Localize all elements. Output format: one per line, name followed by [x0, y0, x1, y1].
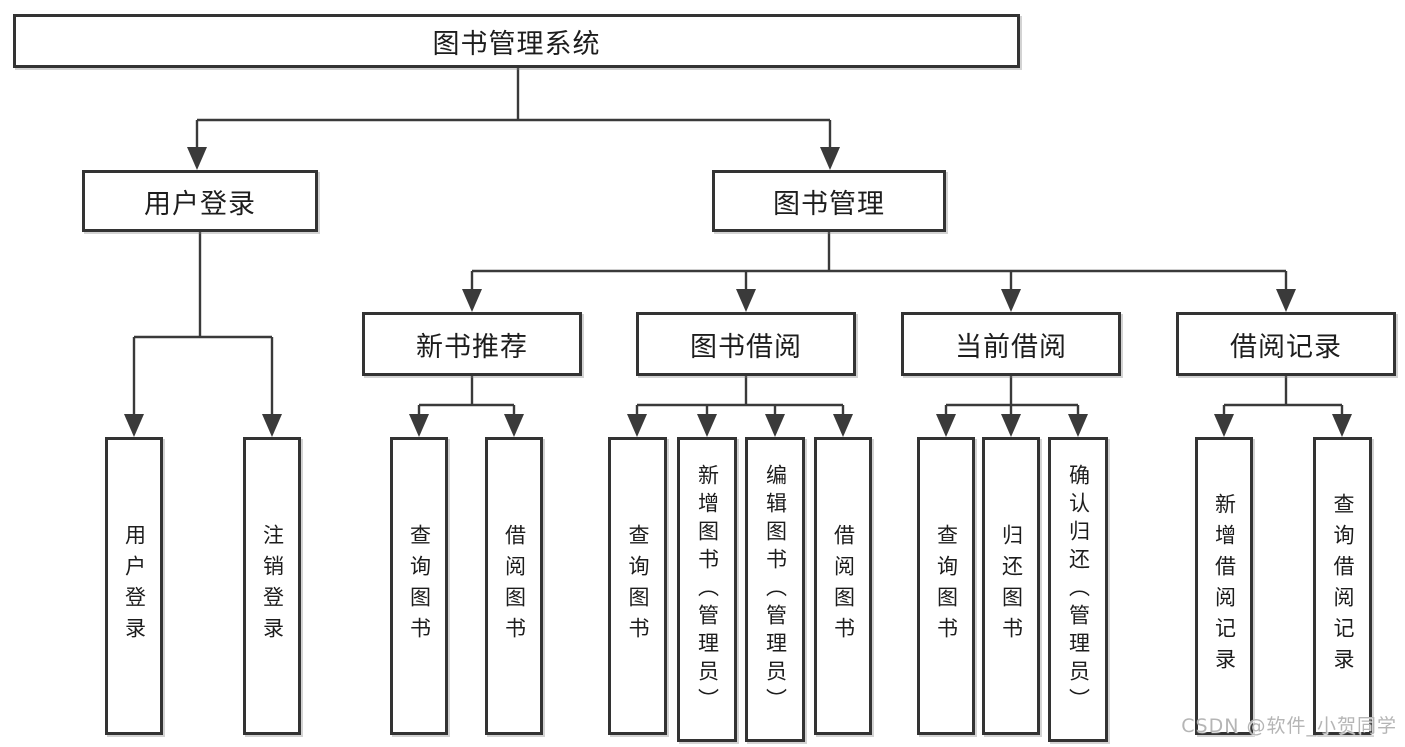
leaf-borrowing-borrow-books: 借阅图书 [814, 437, 872, 735]
node-book-management: 图书管理 [712, 170, 946, 232]
leaf-records-query-record: 查询借阅记录 [1313, 437, 1372, 735]
node-current-borrowing: 当前借阅 [901, 312, 1121, 376]
leaf-current-return-books: 归还图书 [982, 437, 1040, 735]
node-book-borrowing: 图书借阅 [636, 312, 856, 376]
node-user-login: 用户登录 [82, 170, 318, 232]
csdn-watermark: CSDN @软件_小贺同学 [1181, 715, 1397, 737]
connector-paths [132, 68, 1344, 420]
leaf-borrowing-add-books-admin: 新增图书（管理员） [677, 437, 737, 742]
leaf-current-query-books: 查询图书 [917, 437, 975, 735]
leaf-borrowing-edit-books-admin: 编辑图书（管理员） [745, 437, 805, 742]
leaf-user-login: 用户登录 [105, 437, 163, 735]
leaf-records-add-record: 新增借阅记录 [1195, 437, 1253, 735]
leaf-newbook-borrow-books: 借阅图书 [485, 437, 543, 735]
leaf-borrowing-query-books: 查询图书 [608, 437, 667, 735]
leaf-logout-login: 注销登录 [243, 437, 301, 735]
node-new-book-recommendation: 新书推荐 [362, 312, 582, 376]
leaf-current-confirm-return-admin: 确认归还（管理员） [1048, 437, 1108, 742]
arrowhead-icons [124, 147, 1352, 437]
leaf-newbook-query-books: 查询图书 [390, 437, 448, 735]
node-system-root: 图书管理系统 [13, 14, 1020, 68]
node-borrowing-records: 借阅记录 [1176, 312, 1396, 376]
